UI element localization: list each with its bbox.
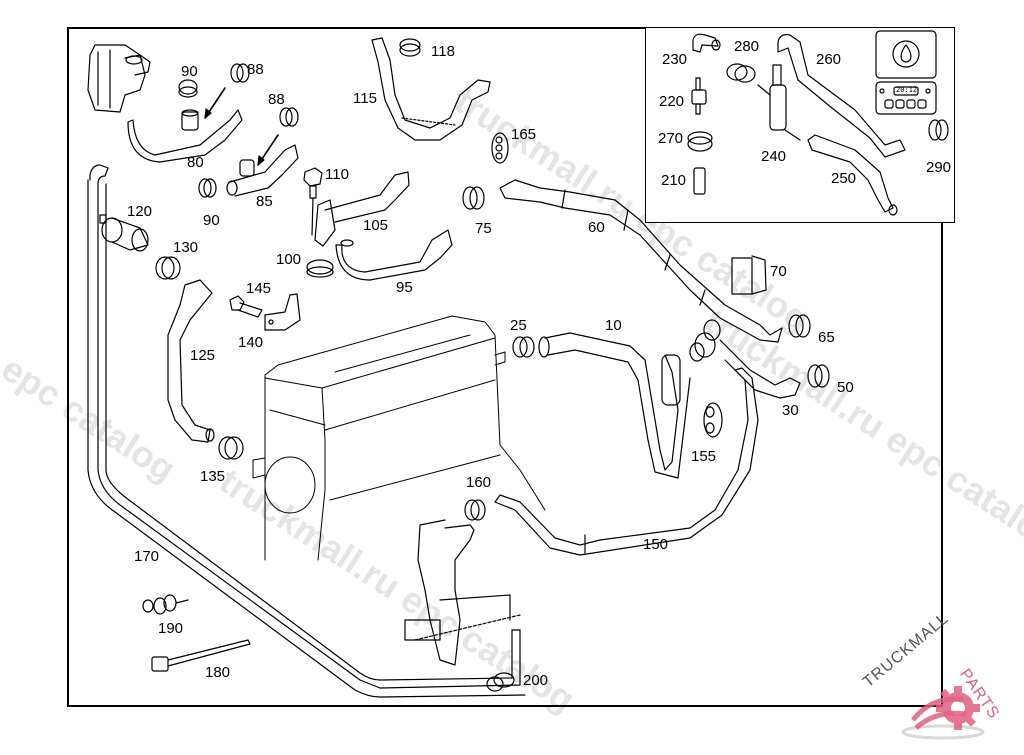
clamp-160[interactable] bbox=[464, 499, 486, 521]
callout-140[interactable]: 140 bbox=[238, 334, 264, 351]
grommet-165[interactable] bbox=[491, 132, 509, 164]
callout-150[interactable]: 150 bbox=[643, 536, 669, 553]
clamp-130[interactable] bbox=[155, 256, 181, 280]
callout-105[interactable]: 105 bbox=[363, 217, 389, 234]
bolt-110[interactable] bbox=[303, 167, 323, 236]
callout-90-top[interactable]: 90 bbox=[181, 63, 198, 80]
callout-155[interactable]: 155 bbox=[691, 448, 717, 465]
callout-118[interactable]: 118 bbox=[431, 43, 455, 60]
callout-75[interactable]: 75 bbox=[475, 220, 492, 237]
clamp-100[interactable] bbox=[306, 259, 334, 278]
callout-200[interactable]: 200 bbox=[523, 672, 549, 689]
hose-30[interactable] bbox=[719, 339, 801, 399]
engine-block[interactable] bbox=[252, 315, 546, 561]
hose-250[interactable] bbox=[807, 134, 898, 216]
callout-88-top[interactable]: 88 bbox=[247, 61, 264, 78]
callout-240[interactable]: 240 bbox=[761, 148, 787, 165]
pipe-170[interactable] bbox=[87, 164, 526, 698]
gear-logo-icon bbox=[901, 686, 985, 740]
callout-290[interactable]: 290 bbox=[926, 159, 952, 176]
callout-280[interactable]: 280 bbox=[734, 38, 760, 55]
clamp-118[interactable] bbox=[399, 38, 421, 57]
callout-95[interactable]: 95 bbox=[396, 279, 413, 296]
callout-65[interactable]: 65 bbox=[818, 329, 835, 346]
pump-120[interactable] bbox=[99, 214, 149, 252]
hose-260[interactable] bbox=[777, 34, 906, 158]
bracket-140[interactable] bbox=[264, 293, 301, 331]
inset-frame bbox=[645, 27, 955, 223]
tee-240[interactable] bbox=[757, 64, 801, 141]
clamp-280[interactable] bbox=[726, 63, 756, 83]
truckmall-parts-logo: TRUCKMALL PARTS bbox=[858, 610, 1024, 750]
callout-135[interactable]: 135 bbox=[200, 468, 226, 485]
hose-85[interactable] bbox=[226, 144, 299, 197]
callout-88-mid[interactable]: 88 bbox=[268, 91, 285, 108]
callout-180[interactable]: 180 bbox=[205, 664, 231, 681]
valve-assembly[interactable] bbox=[689, 319, 721, 362]
callout-50[interactable]: 50 bbox=[837, 379, 854, 396]
cable-tie-180[interactable] bbox=[151, 639, 251, 672]
callout-170[interactable]: 170 bbox=[134, 548, 160, 565]
clamp-25[interactable] bbox=[512, 336, 535, 358]
callout-90-lower[interactable]: 90 bbox=[203, 212, 220, 229]
hose-10[interactable] bbox=[538, 332, 691, 479]
callout-270[interactable]: 270 bbox=[658, 130, 684, 147]
callout-250[interactable]: 250 bbox=[831, 170, 857, 187]
callout-120[interactable]: 120 bbox=[127, 203, 153, 220]
callout-70[interactable]: 70 bbox=[770, 263, 787, 280]
bolt-145[interactable] bbox=[229, 295, 263, 318]
callout-230[interactable]: 230 bbox=[662, 51, 688, 68]
callout-85[interactable]: 85 bbox=[256, 193, 273, 210]
clamp-50[interactable] bbox=[807, 364, 830, 388]
callout-60[interactable]: 60 bbox=[588, 219, 605, 236]
elbow-230[interactable] bbox=[692, 33, 721, 53]
clamp-90-lower[interactable] bbox=[198, 178, 217, 198]
hose-115[interactable] bbox=[371, 37, 491, 141]
diagram-frame bbox=[67, 27, 943, 707]
callout-80[interactable]: 80 bbox=[187, 154, 204, 171]
inset-parts bbox=[687, 30, 949, 216]
clamp-290[interactable] bbox=[928, 119, 949, 141]
bracket-70[interactable] bbox=[731, 255, 767, 295]
callout-260[interactable]: 260 bbox=[816, 51, 842, 68]
clamp-88-top[interactable] bbox=[230, 63, 250, 83]
expansion-tank[interactable] bbox=[87, 44, 151, 113]
clamp-135[interactable] bbox=[218, 436, 244, 460]
callout-145[interactable]: 145 bbox=[246, 280, 272, 297]
callout-190[interactable]: 190 bbox=[158, 620, 184, 637]
hose-80[interactable] bbox=[127, 109, 243, 163]
hose-60[interactable] bbox=[499, 179, 783, 343]
control-panel[interactable] bbox=[875, 30, 937, 115]
hose-150[interactable] bbox=[494, 367, 759, 556]
hose-95[interactable] bbox=[335, 229, 453, 281]
clamp-88-mid[interactable] bbox=[279, 107, 299, 127]
callout-115[interactable]: 115 bbox=[353, 90, 377, 107]
callout-125[interactable]: 125 bbox=[190, 347, 216, 364]
sleeve-210[interactable] bbox=[693, 167, 706, 195]
callout-160[interactable]: 160 bbox=[466, 474, 492, 491]
callout-220[interactable]: 220 bbox=[659, 93, 685, 110]
callout-210[interactable]: 210 bbox=[661, 172, 687, 189]
clamp-90-top[interactable] bbox=[178, 79, 198, 98]
clamp-75[interactable] bbox=[462, 186, 485, 210]
callout-30[interactable]: 30 bbox=[782, 402, 799, 419]
clamp-65[interactable] bbox=[788, 314, 811, 338]
filter-220[interactable] bbox=[691, 77, 707, 115]
clamp-270[interactable] bbox=[687, 131, 713, 152]
callout-130[interactable]: 130 bbox=[173, 239, 199, 256]
clip-190[interactable] bbox=[142, 594, 189, 615]
clamp-200[interactable] bbox=[486, 672, 515, 692]
hose-105[interactable] bbox=[314, 171, 410, 247]
grommet-155[interactable] bbox=[703, 402, 723, 438]
callout-100[interactable]: 100 bbox=[276, 251, 302, 268]
hose-125[interactable] bbox=[167, 279, 215, 443]
callout-10[interactable]: 10 bbox=[605, 317, 622, 334]
callout-25[interactable]: 25 bbox=[510, 317, 527, 334]
timer-display: 20:12 bbox=[896, 86, 918, 94]
callout-165[interactable]: 165 bbox=[511, 126, 537, 143]
callout-110[interactable]: 110 bbox=[325, 166, 349, 183]
wiring-harness[interactable] bbox=[404, 519, 521, 666]
